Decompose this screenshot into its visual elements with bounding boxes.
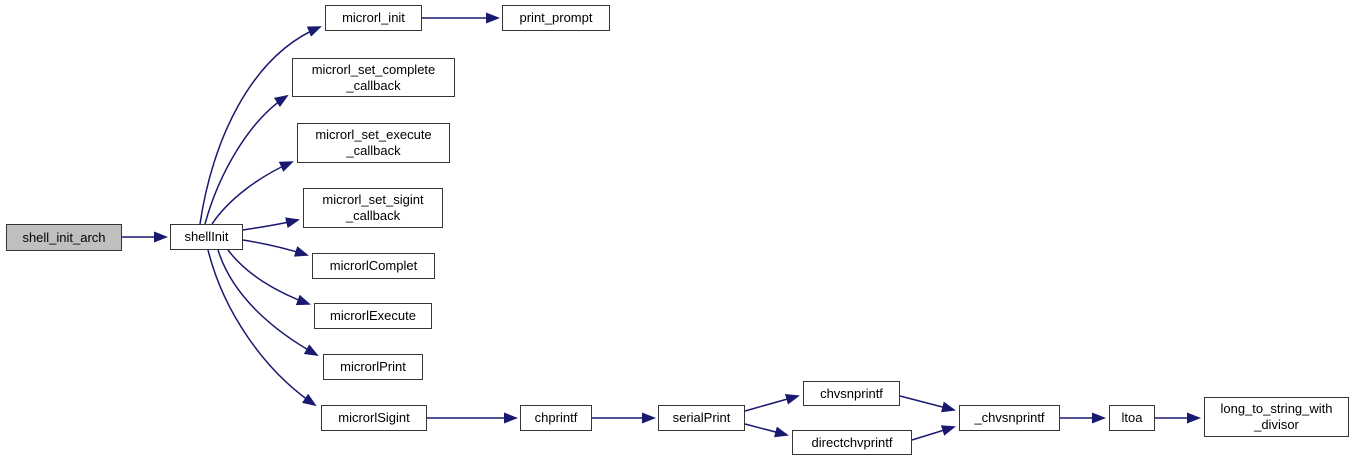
edge-serialPrint-to-chvsnprintf [744,393,800,412]
node-microrlPrint[interactable]: microrlPrint [323,354,423,380]
node-microrlComplet[interactable]: microrlComplet [312,253,435,279]
node-microrl_init[interactable]: microrl_init [325,5,422,31]
node-directchvprintf[interactable]: directchvprintf [792,430,912,455]
edge-shellInit-to-microrl_set_sigint_callback [242,217,300,231]
node-chprintf[interactable]: chprintf [520,405,592,431]
edge-chvsnprintf-to-_chvsnprintf [899,395,956,413]
node-microrl_set_sigint_callback[interactable]: microrl_set_sigint _callback [303,188,443,228]
edge-directchvprintf-to-_chvsnprintf [911,425,956,441]
edge-shellInit-to-microrl_set_execute_callback [211,161,294,225]
edge-shellInit-to-microrlComplet [242,239,309,257]
node-ltoa[interactable]: ltoa [1109,405,1155,431]
node-print_prompt[interactable]: print_prompt [502,5,610,31]
edge-serialPrint-to-directchvprintf [744,423,789,438]
edge-shellInit-to-microrlExecute [227,249,311,306]
node-microrlSigint[interactable]: microrlSigint [321,405,427,431]
node-long_to_string_with_divisor[interactable]: long_to_string_with _divisor [1204,397,1349,437]
edge-shellInit-to-microrlPrint [217,249,319,356]
node-microrl_set_complete_callback[interactable]: microrl_set_complete _callback [292,58,455,97]
edge-shellInit-to-microrl_init [199,26,322,225]
node-_chvsnprintf[interactable]: _chvsnprintf [959,405,1060,431]
node-microrlExecute[interactable]: microrlExecute [314,303,432,329]
edge-shellInit-to-microrl_set_complete_callback [204,94,289,225]
node-shell_init_arch: shell_init_arch [6,224,122,251]
edge-shellInit-to-microrlSigint [207,249,317,407]
node-chvsnprintf[interactable]: chvsnprintf [803,381,900,406]
node-serialPrint[interactable]: serialPrint [658,405,745,431]
node-microrl_set_execute_callback[interactable]: microrl_set_execute _callback [297,123,450,163]
node-shellInit[interactable]: shellInit [170,224,243,250]
